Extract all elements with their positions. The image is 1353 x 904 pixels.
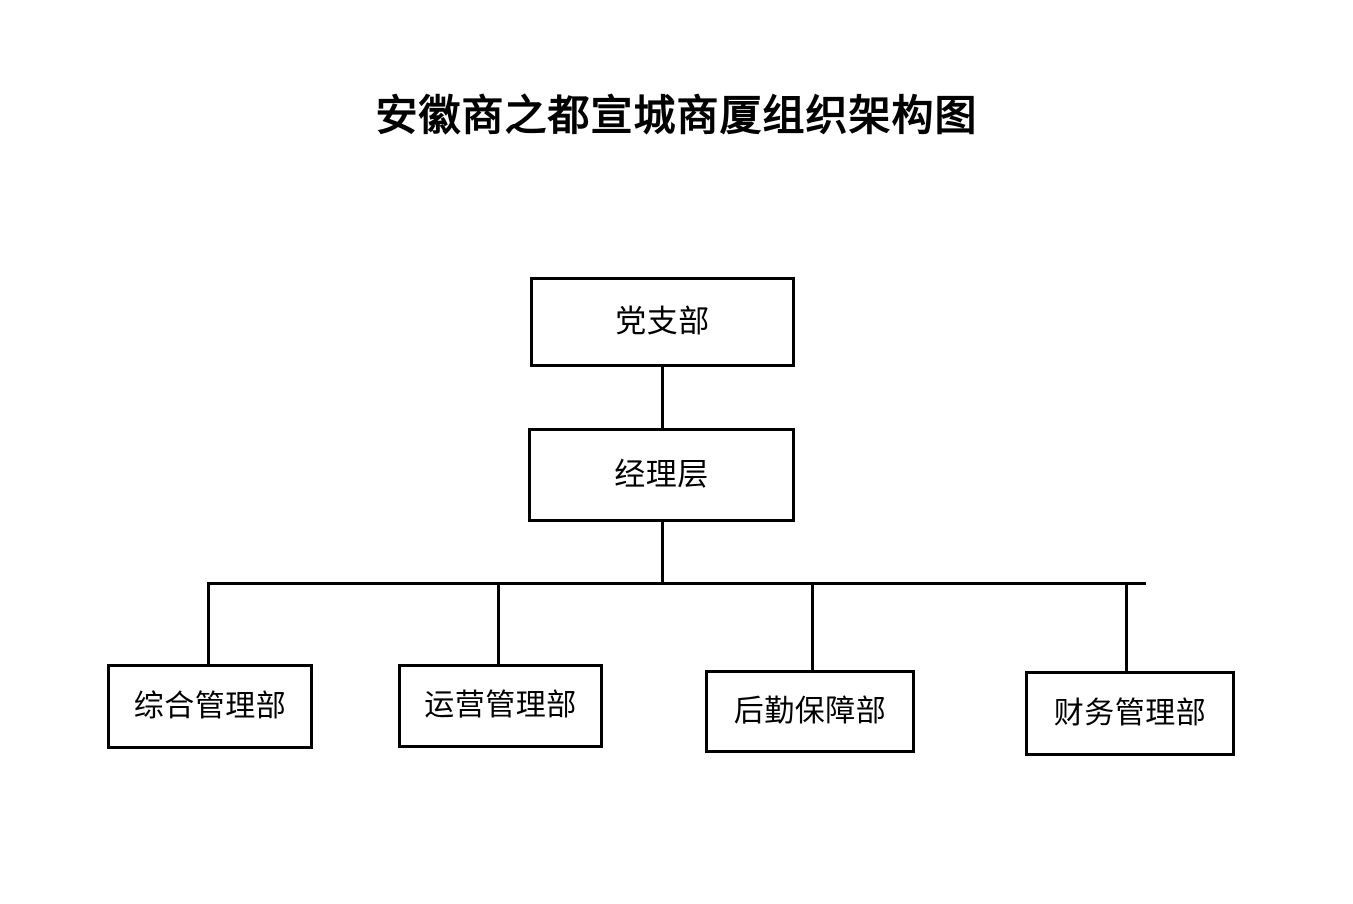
node-management[interactable]: 经理层 xyxy=(528,428,795,522)
node-general-affairs[interactable]: 综合管理部 xyxy=(107,664,313,749)
node-operations-label: 运营管理部 xyxy=(424,688,577,723)
connector-drop-operations xyxy=(497,582,500,665)
node-management-label: 经理层 xyxy=(614,456,709,493)
node-logistics-label: 后勤保障部 xyxy=(733,693,887,729)
node-logistics[interactable]: 后勤保障部 xyxy=(705,670,915,753)
node-party-branch[interactable]: 党支部 xyxy=(530,277,795,367)
connector-party-branch-to-management xyxy=(661,366,664,430)
node-operations[interactable]: 运营管理部 xyxy=(398,664,603,748)
node-finance[interactable]: 财务管理部 xyxy=(1025,671,1235,756)
page-title: 安徽商之都宣城商厦组织架构图 xyxy=(375,91,978,140)
node-general-affairs-label: 综合管理部 xyxy=(133,688,287,724)
connector-drop-general-affairs xyxy=(207,582,210,665)
connector-drop-finance xyxy=(1125,582,1128,672)
node-party-branch-label: 党支部 xyxy=(615,303,710,340)
connector-management-stem xyxy=(661,521,664,584)
connector-horizontal-bus xyxy=(207,582,1146,585)
connector-drop-logistics xyxy=(811,582,814,671)
node-finance-label: 财务管理部 xyxy=(1053,695,1207,731)
